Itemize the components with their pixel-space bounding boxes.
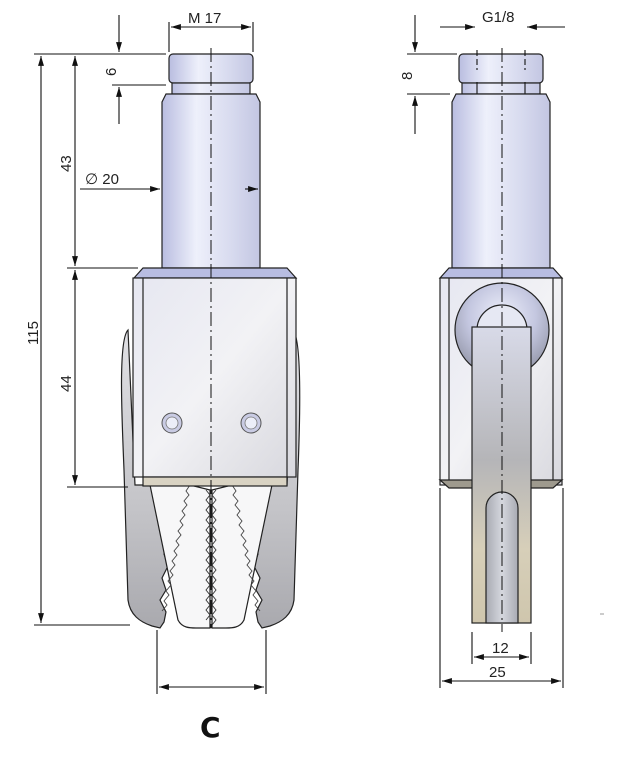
svg-text:115: 115 (25, 321, 42, 345)
svg-text:∅ 20: ∅ 20 (85, 171, 119, 188)
svg-text:25: 25 (489, 664, 506, 681)
dim-jaw-width: 25 (439, 488, 564, 688)
dim-slot-width: 12 (471, 632, 532, 664)
svg-text:G1/8: G1/8 (482, 9, 515, 26)
svg-text:44: 44 (58, 375, 75, 392)
svg-text:6: 6 (103, 68, 120, 76)
dim-opening (156, 630, 267, 694)
svg-text:8: 8 (399, 72, 416, 80)
body-front (132, 277, 297, 478)
svg-text:43: 43 (58, 155, 75, 172)
dim-thread-height-side: 8 (399, 15, 457, 134)
front-view: M 17 6 43 ∅ 20 44 115 (25, 10, 301, 744)
thread-side (458, 53, 544, 84)
dim-total-length: 115 (25, 56, 130, 626)
dim-shank-length: 43 (58, 56, 138, 269)
dim-body-length: 44 (58, 270, 128, 488)
dim-thread-front: M 17 (168, 10, 254, 52)
opening-label: C (200, 711, 221, 744)
svg-text:M 17: M 17 (188, 10, 221, 27)
dim-shank-diameter: ∅ 20 (80, 171, 258, 192)
side-view: G1/8 8 12 25 (399, 9, 604, 688)
svg-text:12: 12 (492, 640, 509, 657)
dim-thread-side: G1/8 (440, 9, 565, 30)
dim-thread-height-front: 6 (34, 15, 166, 124)
shank-side (451, 93, 551, 269)
